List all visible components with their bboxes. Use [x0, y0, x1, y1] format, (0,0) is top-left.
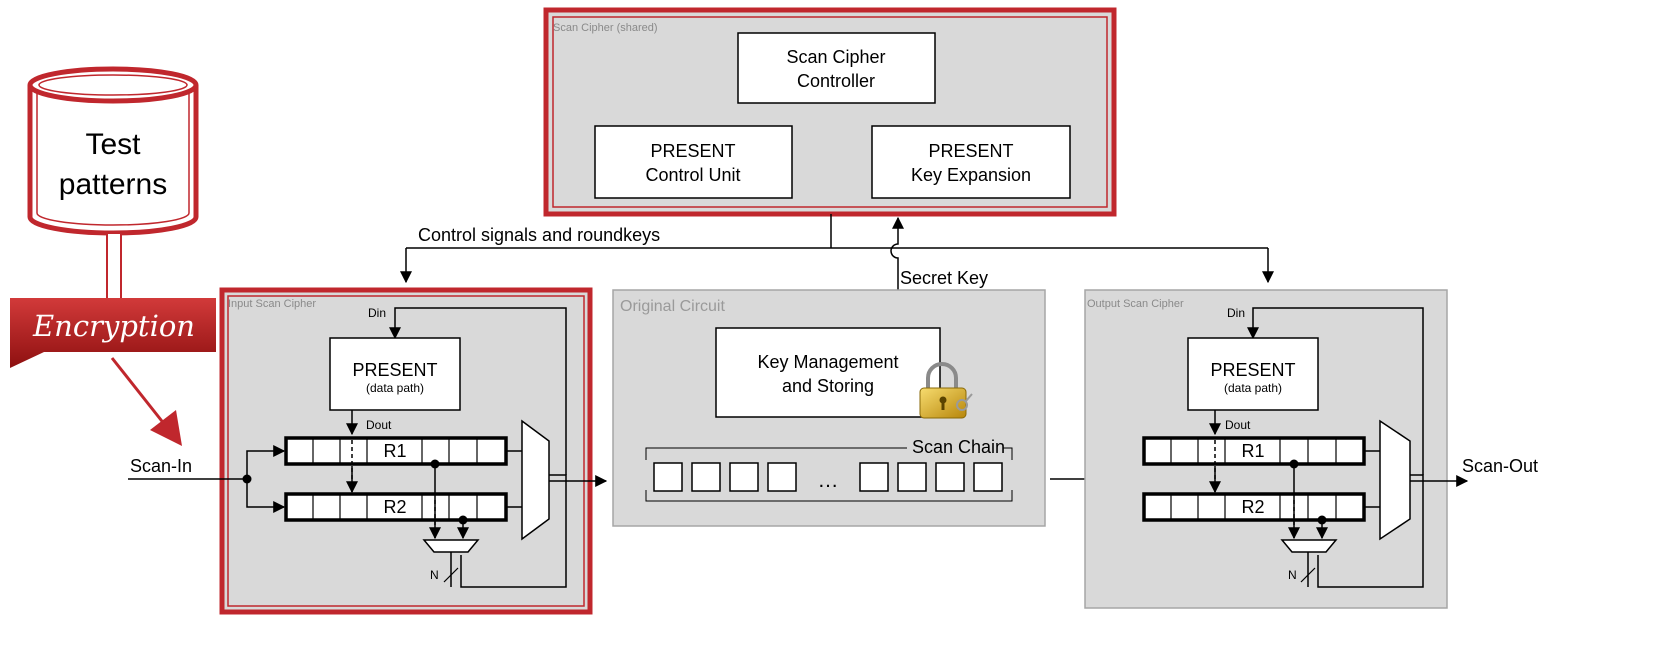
input-cipher-title: Input Scan Cipher: [228, 298, 316, 310]
input-scan-cipher-panel: Input Scan Cipher Din PRESENT (data path…: [219, 287, 593, 615]
input-dout-label: Dout: [366, 418, 392, 432]
encryption-arrow: [106, 353, 182, 446]
input-present-datapath-box: PRESENT (data path): [329, 337, 461, 411]
input-register-r2: R2: [284, 492, 508, 522]
db-to-encryption-connector: [106, 232, 122, 300]
shared-scan-cipher-panel: Scan Cipher (shared) Scan Cipher Control…: [543, 7, 1117, 217]
secret-key-label: Secret Key: [900, 268, 988, 288]
present-control-unit-box: PRESENT Control Unit: [594, 125, 793, 199]
output-present-label: PRESENT: [1210, 360, 1295, 380]
key-expansion-label-line1: PRESENT: [928, 141, 1013, 161]
key-expansion-label-line2: Key Expansion: [911, 165, 1031, 185]
scan-chain-ellipsis: …: [818, 469, 839, 492]
output-present-datapath-box: PRESENT (data path): [1187, 337, 1319, 411]
output-n-label: N: [1288, 568, 1297, 582]
control-signals-bus: [400, 214, 1274, 284]
scan-cipher-controller-box: Scan Cipher Controller: [737, 32, 936, 104]
secret-key-line: [890, 216, 904, 328]
test-patterns-line1: Test: [85, 128, 141, 161]
controller-label-line2: Controller: [797, 71, 875, 91]
output-scan-cipher-panel: Output Scan Cipher Din PRESENT (data pat…: [1084, 289, 1448, 609]
input-register-r1: R1: [284, 436, 508, 466]
scan-in-wiring: [128, 445, 286, 513]
scan-chain-label: Scan Chain: [912, 437, 1005, 457]
padlock-keys-icon: [919, 362, 973, 419]
input-din-label: Din: [368, 306, 386, 320]
control-unit-label-line2: Control Unit: [645, 165, 740, 185]
scan-out-label: Scan-Out: [1462, 456, 1538, 476]
test-patterns-line2: patterns: [59, 168, 167, 201]
original-circuit-title: Original Circuit: [620, 298, 725, 315]
key-mgmt-label-line2: and Storing: [782, 376, 874, 396]
output-dout-label: Dout: [1225, 418, 1251, 432]
output-datapath-label: (data path): [1224, 381, 1282, 395]
output-register-r2: R2: [1142, 492, 1366, 522]
input-n-label: N: [430, 568, 439, 582]
output-din-label: Din: [1227, 306, 1245, 320]
key-management-box: Key Management and Storing: [715, 327, 941, 418]
encryption-banner: Encryption: [10, 298, 216, 368]
encryption-label: Encryption: [32, 309, 195, 343]
output-register-r1: R1: [1142, 436, 1366, 466]
input-r2-label: R2: [383, 497, 406, 517]
input-present-label: PRESENT: [352, 360, 437, 380]
controller-label-line1: Scan Cipher: [786, 47, 885, 67]
key-mgmt-label-line1: Key Management: [757, 352, 898, 372]
output-cipher-title: Output Scan Cipher: [1087, 298, 1184, 310]
control-unit-label-line1: PRESENT: [650, 141, 735, 161]
present-key-expansion-box: PRESENT Key Expansion: [871, 125, 1071, 199]
input-r1-label: R1: [383, 441, 406, 461]
scan-in-label: Scan-In: [130, 456, 192, 476]
output-r1-label: R1: [1241, 441, 1264, 461]
input-datapath-label: (data path): [366, 381, 424, 395]
original-circuit-panel: Original Circuit Key Management and Stor…: [612, 289, 1046, 527]
scan-chain-cells: [653, 462, 1003, 492]
control-signals-label: Control signals and roundkeys: [418, 225, 660, 245]
shared-cipher-title: Scan Cipher (shared): [553, 22, 658, 34]
output-r2-label: R2: [1241, 497, 1264, 517]
